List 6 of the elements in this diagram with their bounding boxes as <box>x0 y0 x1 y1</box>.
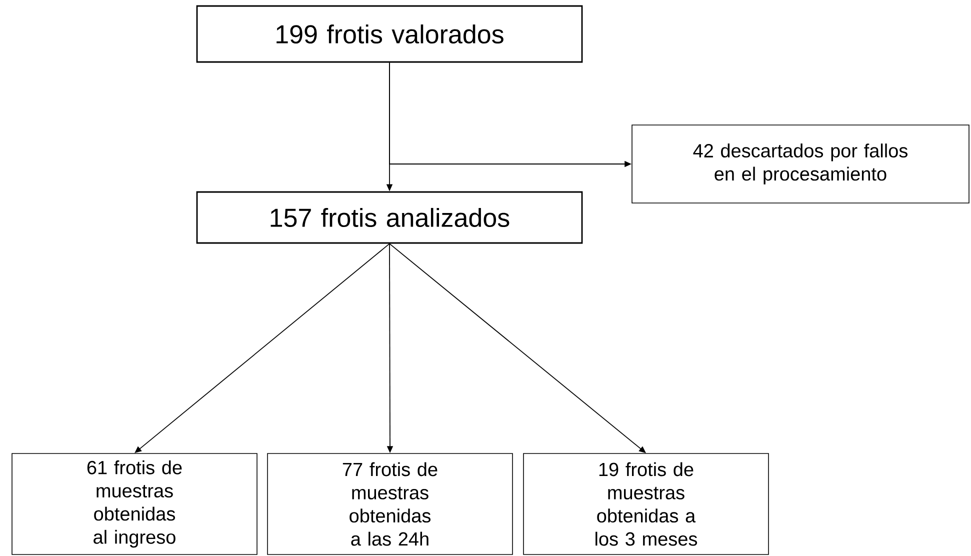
process-box: 77 frotis de muestras obtenidas a las 24h <box>267 453 513 555</box>
process-box: 157 frotis analizados <box>196 191 583 244</box>
process-box: 19 frotis de muestras obtenidas a los 3 meses <box>523 453 769 555</box>
process-box: 199 frotis valorados <box>196 5 583 63</box>
process-box: 61 frotis de muestras obtenidas al ingreso <box>12 453 258 555</box>
process-box: 42 descartados por fallos en el procesamiento <box>632 124 970 204</box>
